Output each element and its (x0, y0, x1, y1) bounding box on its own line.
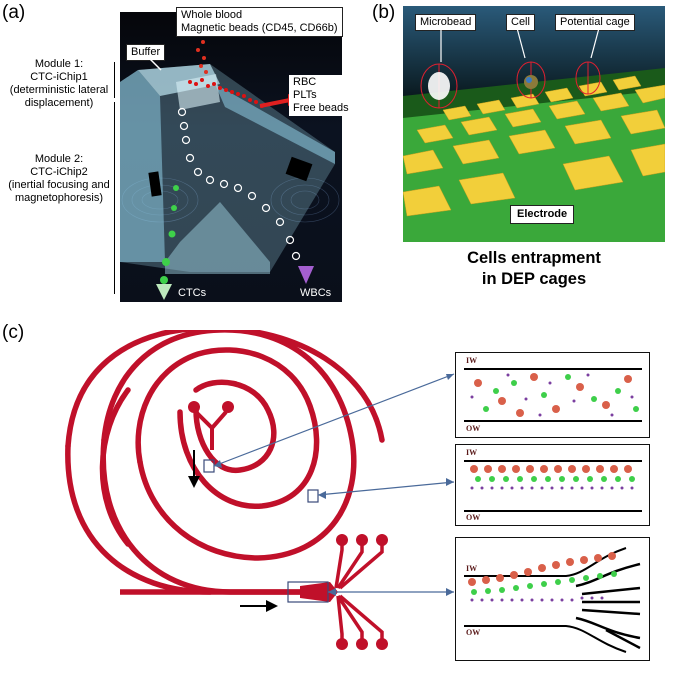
inlet-branches (194, 410, 228, 450)
cell-label: Cell (506, 14, 535, 31)
potential-cage-label: Potential cage (555, 14, 635, 31)
box1-ow: OW (466, 424, 481, 433)
inlet-particle-distribution (464, 368, 642, 422)
zoom-box-outlet: IW OW (455, 537, 650, 661)
inlet-reservoirs (188, 401, 234, 413)
module1-label: Module 1: CTC-iChip1 (deterministic late… (0, 58, 118, 110)
box3-iw: IW (466, 564, 478, 573)
panel-b-caption: Cells entrapment in DEP cages (403, 248, 665, 290)
ctc-ichip-drawing (120, 32, 340, 300)
caption-line-2: in DEP cages (481, 270, 587, 288)
box2-ow: OW (466, 513, 481, 522)
zoom-connectors (213, 373, 455, 593)
module1-desc-1: (deterministic lateral (9, 84, 109, 96)
outlet-branches (334, 544, 384, 640)
zoom-markers (203, 459, 329, 603)
whole-blood-beads-label: Whole blood Magnetic beads (CD45, CD66b) (176, 7, 343, 37)
module1-title: Module 1: (34, 58, 84, 70)
panel-a-letter: (a) (2, 2, 26, 23)
zoom-box-spiral: IW OW (455, 444, 650, 526)
whole-blood-text: Whole blood (181, 9, 243, 21)
panel-c-letter: (c) (2, 322, 25, 343)
panel-b-letter: (b) (372, 2, 396, 23)
module1-desc-2: displacement) (24, 97, 94, 109)
box2-iw: IW (466, 448, 478, 457)
magnetic-beads-text: Magnetic beads (CD45, CD66b) (181, 22, 338, 34)
electrode-label: Electrode (510, 205, 575, 224)
microbead-label: Microbead (415, 14, 477, 31)
module2-chip: CTC-iChip2 (30, 166, 88, 178)
spiral-channel-diagram (65, 330, 455, 650)
module2-bracket (114, 102, 115, 294)
caption-line-1: Cells entrapment (467, 249, 601, 267)
module2-title: Module 2: (34, 153, 84, 165)
panel-b-pointers (440, 27, 600, 62)
module2-desc-2: magnetophoresis) (14, 192, 104, 204)
dep-cage-illustration (403, 6, 665, 242)
rbc-text: RBC (293, 76, 317, 88)
module2-desc-1: (inertial focusing and (8, 179, 110, 191)
plts-text: PLTs (293, 89, 317, 101)
ctcs-label: CTCs (178, 287, 207, 299)
ctc-ichip-illustration (120, 12, 342, 302)
connector-arrowheads (214, 374, 454, 596)
box1-iw: IW (466, 356, 478, 365)
module1-chip: CTC-iChip1 (30, 71, 88, 83)
module2-label: Module 2: CTC-iChip2 (inertial focusing … (0, 153, 118, 205)
focused-particle-distribution (464, 460, 642, 512)
buffer-label: Buffer (126, 44, 166, 61)
free-beads-text: Free beads (293, 102, 349, 114)
dep-cage-drawing (403, 6, 665, 242)
outlet-reservoirs (336, 534, 388, 650)
zoom-box-inlet: IW OW (455, 352, 650, 438)
waste-label: RBC PLTs Free beads (289, 75, 353, 116)
box3-ow: OW (466, 628, 481, 637)
wbcs-label: WBCs (300, 287, 332, 299)
outlet-particle-separation (464, 547, 641, 653)
spiral-channel (65, 330, 385, 595)
module1-bracket (114, 62, 115, 98)
flow-arrows (188, 450, 278, 612)
